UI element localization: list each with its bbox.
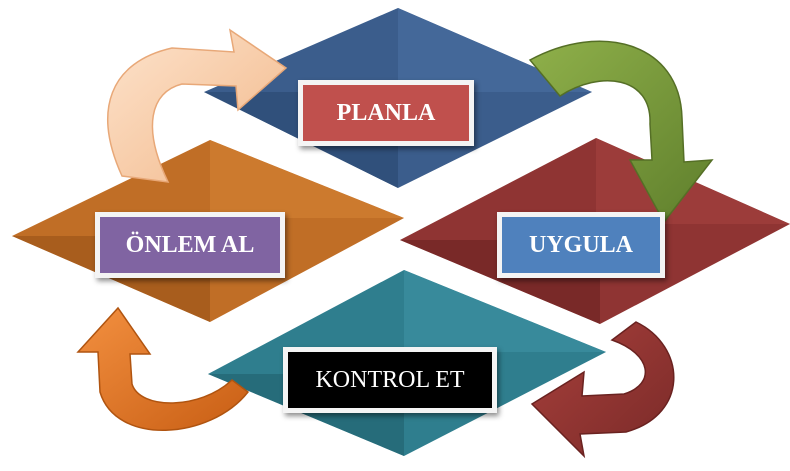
arrow-do-to-check — [530, 321, 675, 459]
check-step-text: KONTROL ET — [315, 366, 465, 393]
check-step-label: KONTROL ET — [283, 347, 497, 413]
do-step-label: UYGULA — [497, 212, 665, 278]
plan-step-text: PLANLA — [336, 99, 436, 126]
do-step-text: UYGULA — [528, 231, 633, 258]
plan-step-label: PLANLA — [298, 80, 474, 146]
act-step-label: ÖNLEM AL — [95, 212, 285, 278]
arrow-check-to-act — [76, 306, 250, 431]
arrow-plan-to-do — [528, 40, 714, 224]
arrow-act-to-plan — [107, 28, 288, 183]
act-step-text: ÖNLEM AL — [125, 231, 255, 258]
